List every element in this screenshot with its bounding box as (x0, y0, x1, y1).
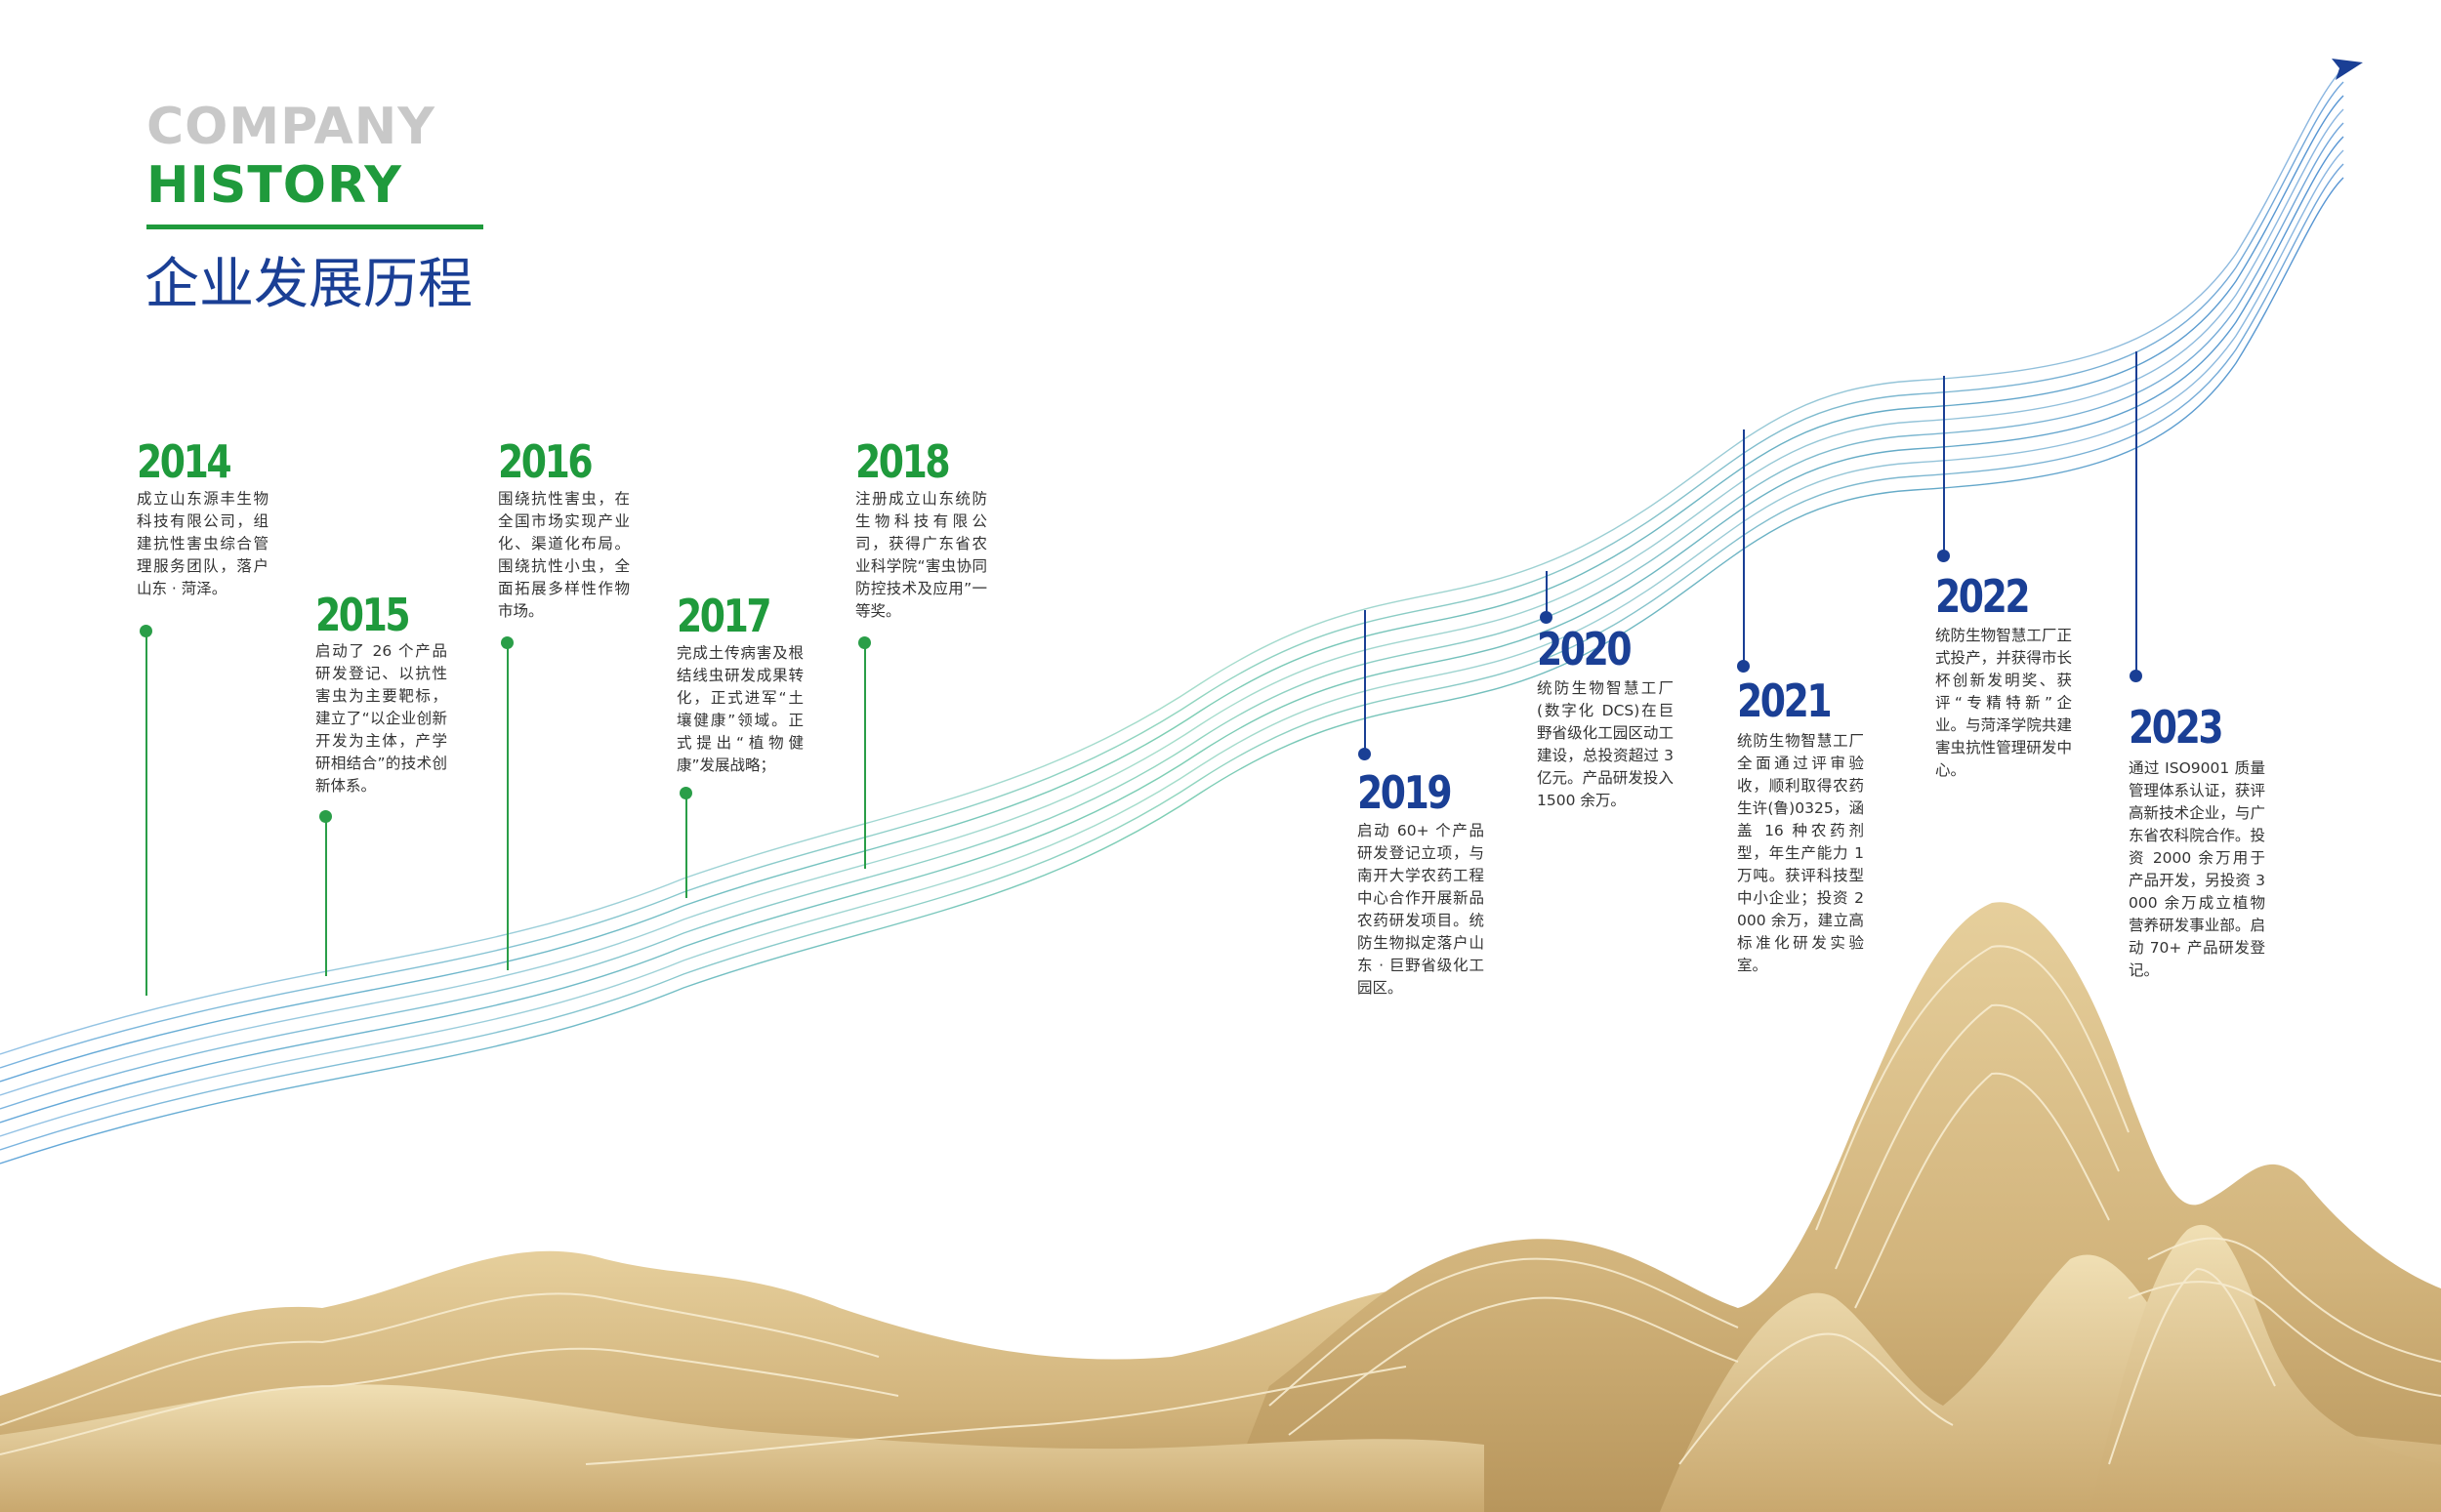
milestone-2023-dot (2130, 670, 2142, 682)
milestone-2020-leader (1546, 571, 1548, 620)
header-company: COMPANY (146, 98, 435, 156)
year-2018: 2018 (855, 435, 951, 488)
header-rule (146, 225, 483, 229)
mountain-ridge (585, 1366, 1407, 1465)
milestone-2023-text: 通过 ISO9001 质量管理体系认证，获评高新技术企业，与广东省农科院合作。投… (2129, 759, 2265, 979)
milestone-2017-leader (685, 798, 687, 898)
wave-line (0, 81, 2344, 1069)
milestone-2020-text: 统防生物智慧工厂(数字化 DCS)在巨野省级化工园区动工建设，总投资超过 3 亿… (1537, 679, 1674, 809)
milestone-2015-leader (325, 822, 327, 976)
milestone-2016-leader (507, 648, 509, 970)
year-2016: 2016 (498, 435, 594, 488)
milestone-2023-leader (2135, 351, 2137, 674)
mountain-ridge (1678, 1332, 1954, 1465)
page-title: 企业发展历程 (145, 253, 473, 316)
milestone-2017-dot (680, 787, 692, 799)
mountain-ridge (1815, 945, 2130, 1231)
year-2021: 2021 (1737, 674, 1833, 727)
milestone-2018-text: 注册成立山东统防生物科技有限公司，获得广东省农业科学院“害虫协同防控技术及应用”… (855, 490, 987, 620)
year-2023: 2023 (2129, 701, 2224, 754)
milestone-2018-dot (858, 636, 871, 649)
mountain-ridge (1835, 1003, 2120, 1270)
wave-line (0, 67, 2344, 1055)
milestone-2022-leader (1943, 376, 1945, 552)
year-2019: 2019 (1357, 766, 1453, 819)
mountain-ridge (2128, 1281, 2441, 1397)
mountain-ridge (1288, 1296, 1739, 1436)
milestone-2021-dot (1737, 660, 1750, 673)
milestone-2018-leader (864, 648, 866, 869)
wave-line (0, 122, 2344, 1110)
mountain-ridge (1854, 1072, 2110, 1309)
wave-line (0, 149, 2344, 1137)
milestone-2021-text: 统防生物智慧工厂全面通过评审验收，顺利取得农药生许(鲁)0325，涵盖 16 种… (1737, 732, 1864, 974)
milestone-2019-leader (1364, 610, 1366, 750)
milestone-2015-text: 启动了 26 个产品研发登记、以抗性害虫为主要靶标，建立了“以企业创新开发为主体… (315, 642, 447, 795)
milestone-2021-leader (1743, 429, 1745, 664)
mountain-ridge (1268, 1257, 1739, 1407)
mountain-ridge (0, 1347, 899, 1455)
milestone-2014-text: 成立山东源丰生物科技有限公司，组建抗性害虫综合管理服务团队，落户山东 · 菏泽。 (137, 490, 269, 597)
wave-line (0, 163, 2344, 1151)
milestone-2022-text: 统防生物智慧工厂正式投产，并获得市长杯创新发明奖、获评“专精特新”企业。与菏泽学… (1935, 627, 2072, 779)
year-2020: 2020 (1537, 623, 1633, 675)
milestone-2014-dot (140, 625, 152, 637)
wave-line (0, 136, 2344, 1124)
milestone-2016-text: 围绕抗性害虫，在全国市场实现产业化、渠道化布局。围绕抗性小虫，全面拓展多样性作物… (498, 490, 630, 620)
milestone-2019-text: 启动 60+ 个产品研发登记立项，与南开大学农药工程中心合作开展新品农药研发项目… (1357, 822, 1484, 997)
milestone-2019-dot (1358, 748, 1371, 760)
mountain-ridge (2147, 1237, 2441, 1363)
year-2022: 2022 (1935, 570, 2031, 623)
milestone-2020-dot (1540, 611, 1552, 624)
milestone-2014-leader (145, 636, 147, 996)
wave-line (0, 95, 2344, 1083)
golden-mountains (0, 902, 2441, 1512)
year-2014: 2014 (137, 435, 232, 488)
year-2015: 2015 (315, 589, 411, 641)
milestone-2022-dot (1937, 550, 1950, 562)
milestone-2017-text: 完成土传病害及根结线虫研发成果转化，正式进军“土壤健康”领域。正式提出“植物健康… (677, 644, 804, 774)
mountain-ridge (0, 1292, 880, 1426)
year-2017: 2017 (677, 590, 772, 642)
milestone-2016-dot (501, 636, 514, 649)
milestone-2015-dot (319, 810, 332, 823)
header-history: HISTORY (146, 156, 402, 215)
mountain-ridge (2108, 1267, 2276, 1465)
wave-line (0, 108, 2344, 1096)
timeline-wave (0, 67, 2344, 1165)
trend-arrow-icon (2332, 59, 2363, 80)
wave-line (0, 177, 2344, 1165)
